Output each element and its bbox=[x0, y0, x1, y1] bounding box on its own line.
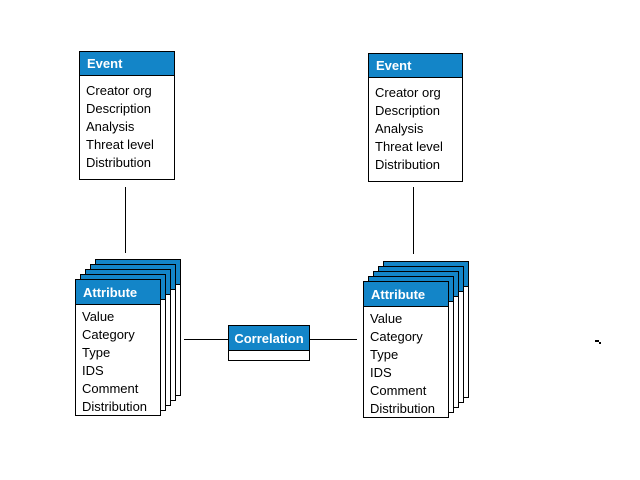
entity-field: Analysis bbox=[86, 119, 135, 134]
correlation-title: Correlation bbox=[234, 330, 304, 346]
entity-field: Distribution bbox=[86, 155, 152, 170]
entity-field: Value bbox=[370, 311, 403, 326]
attribute-left-header: Attribute bbox=[76, 280, 160, 305]
attribute-entity-right: Attribute Value Category Type IDS Commen… bbox=[363, 281, 449, 418]
entity-field: Distribution bbox=[375, 157, 441, 172]
entity-field: Category bbox=[370, 329, 423, 344]
attribute-right-header: Attribute bbox=[364, 282, 448, 307]
correlation-node: Correlation bbox=[228, 325, 310, 361]
entity-field: Comment bbox=[370, 383, 427, 398]
entity-field: Threat level bbox=[86, 137, 154, 152]
attribute-entity-left: Attribute Value Category Type IDS Commen… bbox=[75, 279, 161, 416]
connector-event-attribute-right bbox=[413, 187, 414, 254]
connector-event-attribute-left bbox=[125, 187, 126, 253]
event-entity-right: Event Creator org Description Analysis T… bbox=[368, 53, 463, 182]
event-right-header: Event bbox=[369, 54, 462, 78]
entity-field: Analysis bbox=[375, 121, 424, 136]
entity-field: Creator org bbox=[86, 83, 152, 98]
entity-field: Comment bbox=[82, 381, 139, 396]
event-right-title: Event bbox=[376, 58, 412, 73]
stray-mark bbox=[599, 342, 601, 344]
entity-field: Threat level bbox=[375, 139, 443, 154]
entity-field: Category bbox=[82, 327, 135, 342]
event-right-body: Creator org Description Analysis Threat … bbox=[369, 78, 462, 174]
entity-field: Distribution bbox=[82, 399, 148, 414]
attribute-left-body: Value Category Type IDS Comment Distribu… bbox=[76, 305, 160, 416]
entity-field: Type bbox=[82, 345, 111, 360]
entity-field: Creator org bbox=[375, 85, 441, 100]
attribute-right-title: Attribute bbox=[371, 286, 426, 302]
attribute-stack-right: Attribute Value Category Type IDS Commen… bbox=[363, 261, 470, 419]
stray-mark bbox=[595, 340, 599, 342]
attribute-left-title: Attribute bbox=[83, 284, 138, 300]
attribute-right-body: Value Category Type IDS Comment Distribu… bbox=[364, 307, 448, 418]
connector-attribute-correlation-left bbox=[184, 339, 228, 340]
entity-field: IDS bbox=[370, 365, 392, 380]
entity-field: Description bbox=[86, 101, 152, 116]
connector-attribute-correlation-right bbox=[310, 339, 357, 340]
event-left-body: Creator org Description Analysis Threat … bbox=[80, 76, 174, 172]
entity-field: Distribution bbox=[370, 401, 436, 416]
entity-field: Description bbox=[375, 103, 441, 118]
event-left-title: Event bbox=[87, 56, 123, 71]
entity-field: IDS bbox=[82, 363, 104, 378]
correlation-header: Correlation bbox=[229, 326, 309, 351]
entity-field: Type bbox=[370, 347, 399, 362]
entity-field: Value bbox=[82, 309, 115, 324]
attribute-stack-left: Attribute Value Category Type IDS Commen… bbox=[75, 259, 182, 417]
event-left-header: Event bbox=[80, 52, 174, 76]
event-entity-left: Event Creator org Description Analysis T… bbox=[79, 51, 175, 180]
